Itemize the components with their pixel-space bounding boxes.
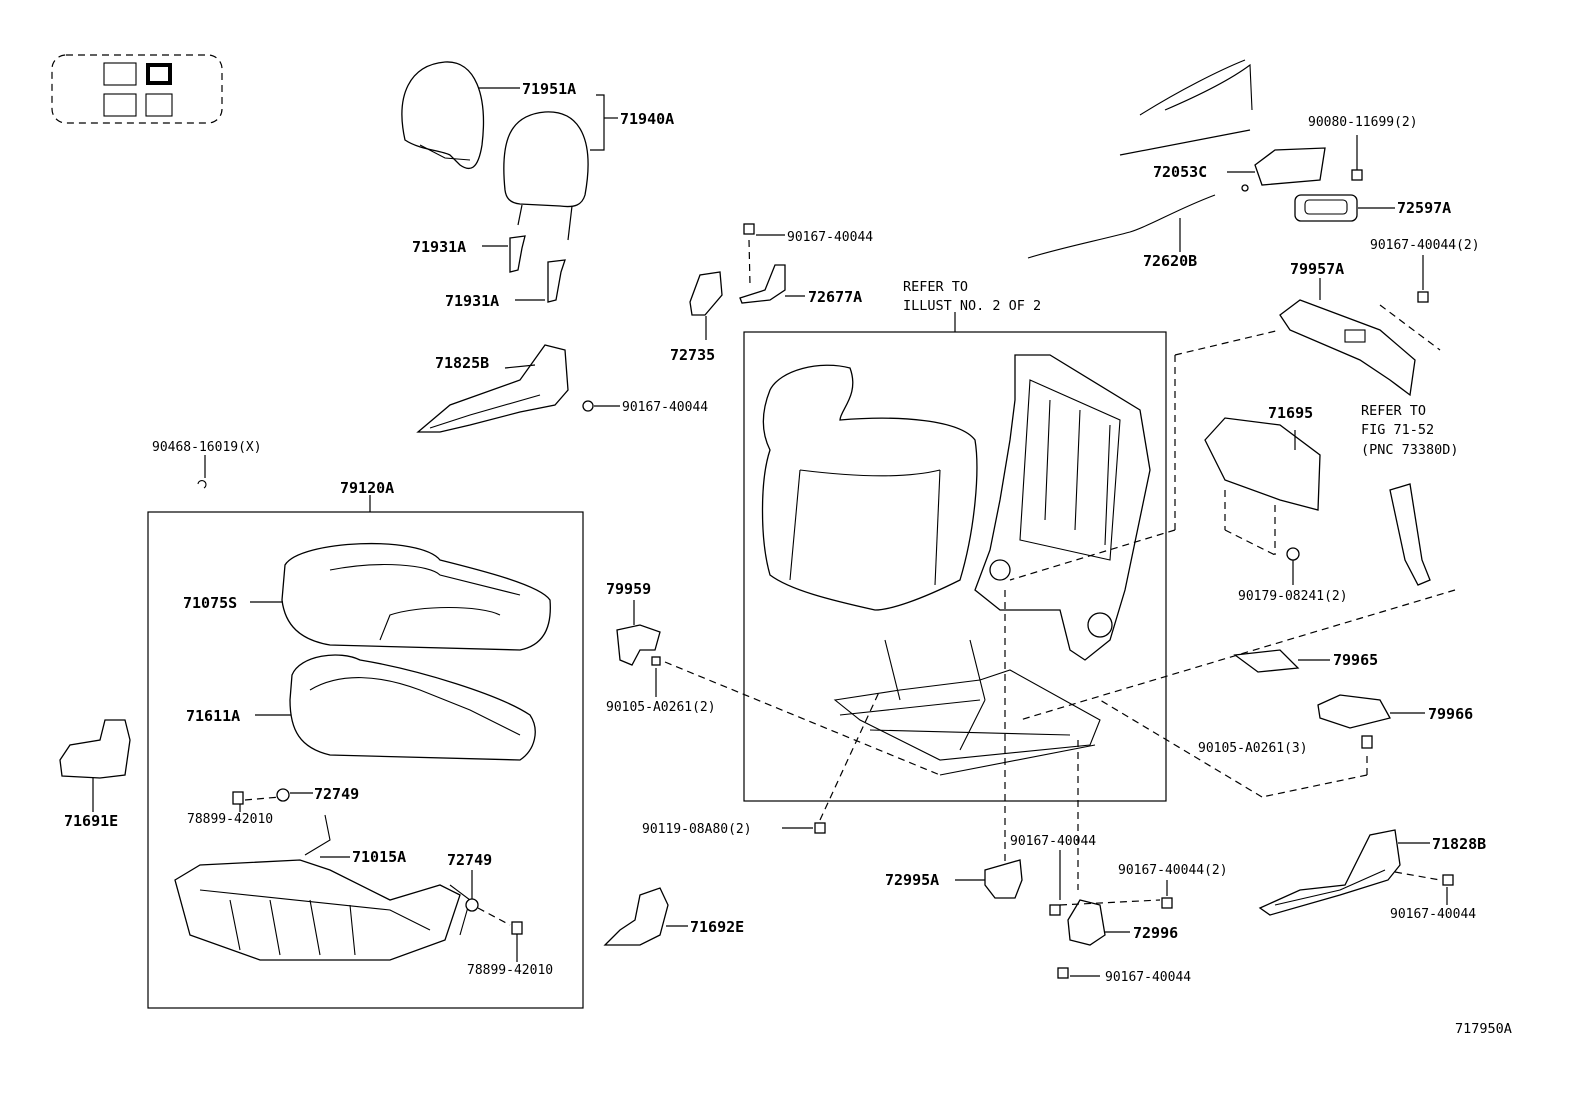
label-90167-40044-b[interactable]: 90167-40044: [787, 230, 873, 245]
label-72995A[interactable]: 72995A: [885, 871, 939, 889]
label-72620B[interactable]: 72620B: [1143, 252, 1197, 270]
refer-fig-line2: FIG 71-52: [1361, 422, 1434, 438]
vehicle-locator-icon: [51, 54, 223, 124]
refer-illust-line1: REFER TO: [903, 279, 968, 295]
headrest-71951A: [401, 61, 485, 169]
label-71940A[interactable]: 71940A: [620, 110, 674, 128]
cover-71692E: [603, 887, 669, 946]
label-71015A[interactable]: 71015A: [352, 848, 406, 866]
cover-71695: [1204, 417, 1321, 511]
label-90167-40044-a[interactable]: 90167-40044: [622, 400, 708, 415]
belt-part-fig-71-52: [1389, 483, 1431, 586]
drawing-number: 717950A: [1455, 1021, 1512, 1037]
label-90105-A0261-3[interactable]: 90105-A0261(3): [1198, 741, 1308, 756]
cushion-cover-71075S: [281, 542, 551, 651]
shield-71825B: [416, 344, 569, 433]
label-71931A[interactable]: 71931A: [412, 238, 466, 256]
label-72749-b[interactable]: 72749: [447, 851, 492, 869]
label-71825B[interactable]: 71825B: [435, 354, 489, 372]
label-79965[interactable]: 79965: [1333, 651, 1378, 669]
bracket-72677A: [739, 264, 786, 304]
group-box-79120A: [147, 511, 584, 1009]
label-90167-40044-3[interactable]: 90167-40044(2): [1118, 863, 1228, 878]
bracket-72597A: [1294, 194, 1358, 222]
label-90167-40044-c[interactable]: 90167-40044: [1010, 834, 1096, 849]
label-72677A[interactable]: 72677A: [808, 288, 862, 306]
headrest-guide-71931A: [509, 235, 566, 303]
cover-79965: [1233, 649, 1300, 673]
label-72749-a[interactable]: 72749: [314, 785, 359, 803]
cover-71691E: [59, 719, 131, 779]
cover-72995A: [984, 859, 1023, 899]
seatback-frame: [974, 354, 1151, 661]
cover-72996: [1067, 899, 1106, 946]
refer-illust-box: [743, 331, 1167, 802]
label-72735[interactable]: 72735: [670, 346, 715, 364]
cushion-pad-71611A: [289, 654, 536, 761]
cover-79959: [616, 624, 661, 666]
cover-79966: [1317, 694, 1391, 729]
label-79957A[interactable]: 79957A: [1290, 260, 1344, 278]
label-90468-16019[interactable]: 90468-16019(X): [152, 440, 262, 455]
seatback-assembly: [761, 364, 978, 611]
label-90167-40044-d[interactable]: 90167-40044: [1105, 970, 1191, 985]
cover-72735: [689, 271, 723, 316]
refer-fig-line1: REFER TO: [1361, 403, 1426, 419]
shield-71828B: [1258, 829, 1401, 916]
refer-illust-line2: ILLUST NO. 2 OF 2: [903, 298, 1041, 314]
label-71611A[interactable]: 71611A: [186, 707, 240, 725]
label-78899-42010-a[interactable]: 78899-42010: [187, 812, 273, 827]
label-90080-11699[interactable]: 90080-11699(2): [1308, 115, 1418, 130]
label-71691E[interactable]: 71691E: [64, 812, 118, 830]
label-72996[interactable]: 72996: [1133, 924, 1178, 942]
label-90179-08241[interactable]: 90179-08241(2): [1238, 589, 1348, 604]
label-90119-08A80[interactable]: 90119-08A80(2): [642, 822, 752, 837]
label-71951A[interactable]: 71951A: [522, 80, 576, 98]
frame-71015A: [174, 814, 471, 961]
label-90167-40044-2[interactable]: 90167-40044(2): [1370, 238, 1480, 253]
label-90105-A0261-2[interactable]: 90105-A0261(2): [606, 700, 716, 715]
cable-72620B: [1027, 184, 1249, 259]
label-79959[interactable]: 79959: [606, 580, 651, 598]
label-79120A[interactable]: 79120A: [340, 479, 394, 497]
bracket-72053C: [1254, 147, 1326, 186]
label-79966[interactable]: 79966: [1428, 705, 1473, 723]
label-72053C[interactable]: 72053C: [1153, 163, 1207, 181]
bracket-79957A: [1279, 299, 1416, 397]
label-71695[interactable]: 71695: [1268, 404, 1313, 422]
label-71075S[interactable]: 71075S: [183, 594, 237, 612]
label-72597A[interactable]: 72597A: [1397, 199, 1451, 217]
label-71692E[interactable]: 71692E: [690, 918, 744, 936]
seat-track-assembly: [833, 639, 1101, 776]
car-pillar-lines: [1119, 59, 1253, 156]
headrest-71940A: [503, 111, 589, 241]
label-90167-40044-e[interactable]: 90167-40044: [1390, 907, 1476, 922]
refer-fig-line3: (PNC 73380D): [1361, 442, 1459, 458]
label-78899-42010-b[interactable]: 78899-42010: [467, 963, 553, 978]
label-71828B[interactable]: 71828B: [1432, 835, 1486, 853]
label-71931A-2[interactable]: 71931A: [445, 292, 499, 310]
